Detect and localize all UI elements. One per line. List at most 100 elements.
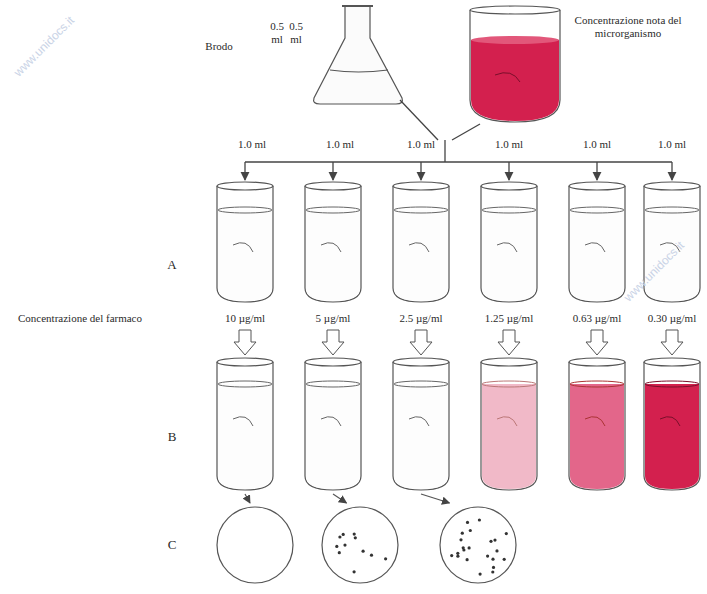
row-letter: B xyxy=(168,430,177,445)
distribution-lines xyxy=(245,100,672,162)
liquid-surface xyxy=(570,207,624,213)
test-tube xyxy=(393,186,449,302)
tube-shine xyxy=(321,417,341,426)
test-tube xyxy=(393,362,449,490)
tube-liquid xyxy=(482,210,536,301)
tube-rim xyxy=(217,182,273,190)
tube-rim xyxy=(393,182,449,190)
volume-label: 1.0 ml xyxy=(495,138,523,151)
colony-dot xyxy=(486,555,489,558)
agar-plate xyxy=(322,507,398,583)
tube-rim xyxy=(305,182,361,190)
colony-dot xyxy=(491,558,494,561)
colony-dot xyxy=(335,545,338,548)
tube-shine xyxy=(660,417,680,426)
colony-dot xyxy=(505,532,508,535)
hollow-arrow xyxy=(661,330,683,355)
liquid-surface xyxy=(482,381,536,387)
volume-label: 1.0 ml xyxy=(238,138,266,151)
colony-dot xyxy=(492,566,495,569)
pour-arrow xyxy=(332,162,333,180)
tube-rim xyxy=(481,182,537,190)
tube-liquid xyxy=(394,384,448,489)
colony-dot xyxy=(450,554,453,557)
concentration-label: 0.30 µg/ml xyxy=(648,312,697,325)
agar-plate xyxy=(217,507,293,583)
concentration-label: 2.5 µg/ml xyxy=(400,312,443,325)
tube-row-a xyxy=(217,182,700,302)
liquid-surface xyxy=(306,207,360,213)
tube-liquid xyxy=(482,384,536,489)
tube-rim xyxy=(305,358,361,366)
colony-dot xyxy=(384,557,387,560)
watermark: www.unidocs.it xyxy=(12,14,78,80)
tube-shine xyxy=(321,243,341,252)
plating-arrow xyxy=(333,494,347,503)
tube-rim xyxy=(644,182,700,190)
tube-liquid xyxy=(218,210,272,301)
volume-label: 1.0 ml xyxy=(658,138,686,151)
hollow-arrow xyxy=(234,330,256,355)
tube-liquid xyxy=(306,210,360,301)
colony-dot xyxy=(353,533,356,536)
colony-dot xyxy=(461,532,464,535)
volume-label: 0.5 ml xyxy=(268,20,286,45)
tube-rim xyxy=(644,358,700,366)
test-tube xyxy=(305,362,361,490)
colony-dot xyxy=(503,558,506,561)
tube-shine xyxy=(585,417,605,426)
flask-label: Brodo xyxy=(205,40,233,53)
colony-dot xyxy=(353,570,356,573)
liquid-surface xyxy=(394,207,448,213)
test-tube xyxy=(644,362,700,490)
test-tube xyxy=(217,362,273,490)
test-tube xyxy=(481,362,537,490)
colony-dot xyxy=(354,536,357,539)
volume-label: 1.0 ml xyxy=(326,138,354,151)
colony-dot xyxy=(495,549,498,552)
tube-shine xyxy=(409,417,429,426)
liquid-surface xyxy=(218,207,272,213)
test-tube xyxy=(569,186,625,302)
hollow-arrow xyxy=(410,330,432,355)
volume-label: 1.0 ml xyxy=(407,138,435,151)
tube-row-b xyxy=(217,358,700,490)
row-caption: Concentrazione del farmaco xyxy=(18,312,142,325)
tube-rim xyxy=(217,358,273,366)
test-tube xyxy=(481,186,537,302)
concentration-label: 0.63 µg/ml xyxy=(573,312,622,325)
tube-shine xyxy=(585,243,605,252)
test-tube xyxy=(305,186,361,302)
colony-dot xyxy=(342,533,345,536)
colony-dot xyxy=(338,535,341,538)
plating-arrow xyxy=(245,494,250,503)
colony-dot xyxy=(338,551,341,554)
colony-dot xyxy=(456,552,459,555)
pour-arrow xyxy=(671,162,672,180)
tube-liquid xyxy=(570,384,624,489)
colony-dot xyxy=(493,539,496,542)
tube-liquid xyxy=(645,384,699,489)
liquid-surface xyxy=(482,207,536,213)
tube-shine xyxy=(497,417,517,426)
colony-dot xyxy=(462,546,465,549)
colony-dot xyxy=(466,558,469,561)
volume-label: 1.0 ml xyxy=(583,138,611,151)
colony-dot xyxy=(343,544,346,547)
colony-dot xyxy=(489,540,492,543)
colony-dot xyxy=(479,573,482,576)
tube-rim xyxy=(481,358,537,366)
tube-rim xyxy=(569,182,625,190)
tube-rim xyxy=(569,358,625,366)
tube-liquid xyxy=(570,210,624,301)
organism-tube xyxy=(470,6,560,122)
concentration-label: 1.25 µg/ml xyxy=(485,312,534,325)
colony-dot xyxy=(491,570,494,573)
colony-dot xyxy=(362,550,365,553)
broth-flask xyxy=(314,6,403,104)
hollow-arrow xyxy=(322,330,344,355)
tube-shine xyxy=(409,243,429,252)
row-letter: A xyxy=(167,258,176,273)
pour-arrow xyxy=(244,162,245,180)
